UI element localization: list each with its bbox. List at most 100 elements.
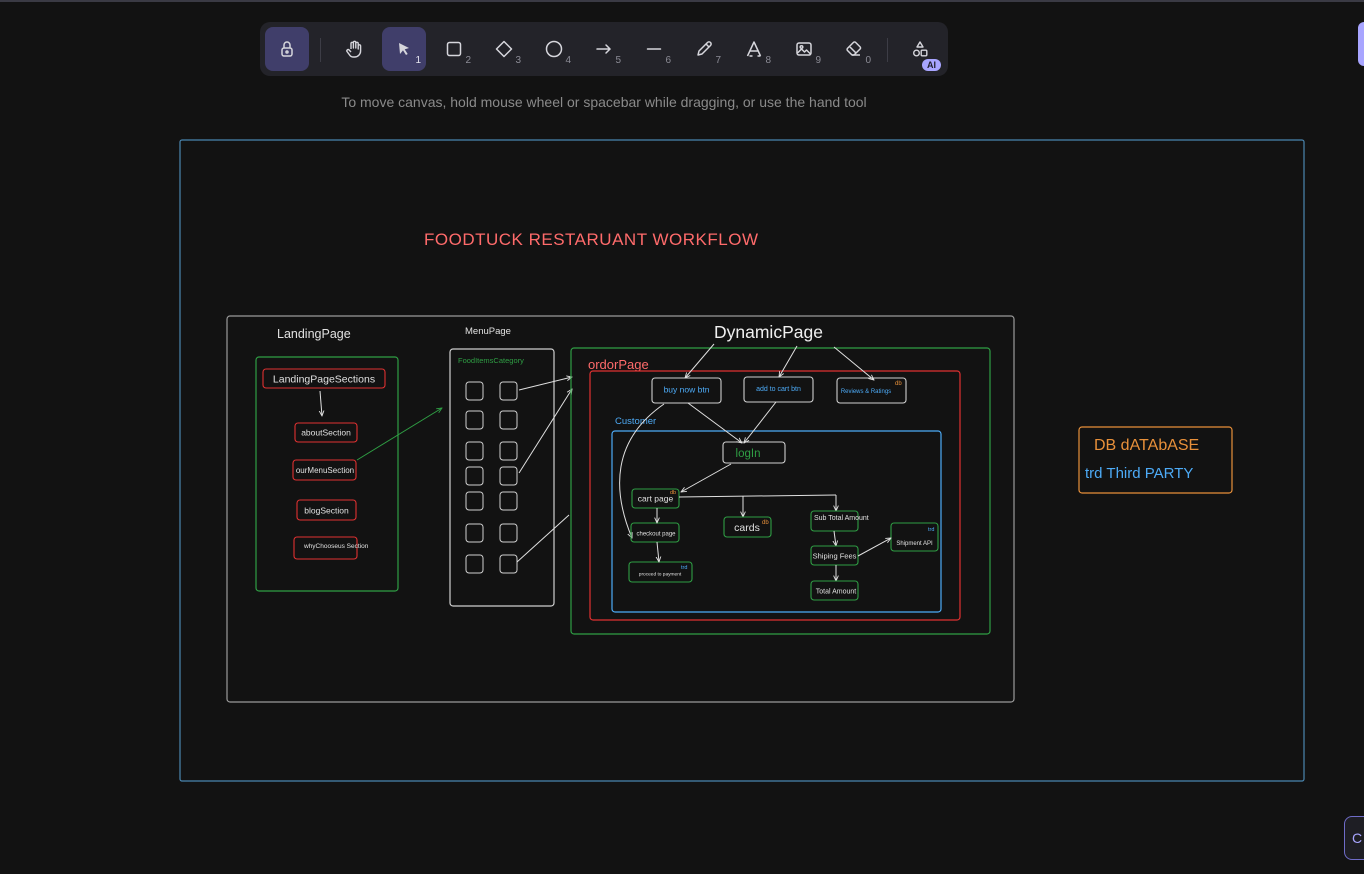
total-amount-label[interactable]: Total Amount	[816, 589, 857, 596]
menu-item-box[interactable]	[465, 381, 484, 401]
why-choose-us-label[interactable]: whyChooseus Section	[303, 543, 369, 550]
buy-now-btn-label[interactable]: buy now btn	[664, 385, 710, 395]
shipping-fees-label[interactable]: Shiping Fees	[813, 552, 857, 561]
shipment-api-box[interactable]	[890, 522, 939, 552]
subtotal-label[interactable]: Sub Total Amount	[814, 515, 869, 522]
menu-item-box[interactable]	[465, 441, 484, 461]
menu-section-to-menupage-arrow[interactable]	[356, 408, 442, 461]
shipment-api-label[interactable]: Shipment API	[896, 541, 933, 547]
add-to-cart-btn-label[interactable]: add to cart btn	[756, 386, 801, 393]
checkout-page-label[interactable]: checkout page	[636, 532, 676, 538]
customer-box[interactable]	[611, 430, 942, 613]
login-label[interactable]: logIn	[736, 448, 761, 460]
menu-page-box[interactable]	[449, 348, 555, 607]
dynamic-to-buy-arrow[interactable]	[685, 343, 715, 378]
dynamic-to-reviews-arrow[interactable]	[833, 346, 874, 380]
diamond-tool-button[interactable]: 3	[482, 27, 526, 71]
checkout-to-proceed-arrow[interactable]	[657, 541, 659, 562]
image-tool-button[interactable]: 9	[782, 27, 826, 71]
menu-item-box[interactable]	[499, 466, 518, 486]
menu-item-box[interactable]	[499, 523, 518, 543]
legend-trd[interactable]: trd Third PARTY	[1085, 465, 1193, 482]
buy-to-checkout-arrow[interactable]	[619, 403, 665, 538]
menu-item-box[interactable]	[465, 466, 484, 486]
menu-item-box[interactable]	[465, 523, 484, 543]
tool-shortcut-key: 6	[665, 55, 671, 66]
legend-box[interactable]	[1078, 426, 1233, 494]
menu-item-box[interactable]	[499, 491, 518, 511]
landing-page-box[interactable]	[255, 356, 399, 592]
menu-item-box[interactable]	[465, 491, 484, 511]
order-page-label[interactable]: ordorPage	[588, 357, 649, 372]
cards-db-tag[interactable]: db	[762, 520, 769, 526]
legend-db[interactable]: DB dATAbASE	[1094, 437, 1199, 454]
about-section-box[interactable]	[294, 422, 358, 443]
cart-page-label[interactable]: cart page	[638, 494, 674, 504]
cart-branch-line[interactable]	[678, 494, 837, 498]
diagram-title[interactable]: FOODTUCK RESTARUANT WORKFLOW	[424, 230, 759, 249]
ellipse-tool-button[interactable]: 4	[532, 27, 576, 71]
tool-shortcut-key: 2	[465, 55, 471, 66]
category-arrow-2[interactable]	[518, 389, 572, 474]
landing-page-label[interactable]: LandingPage	[277, 327, 351, 341]
shipping-to-api-arrow[interactable]	[857, 538, 891, 557]
library-button[interactable]	[1358, 22, 1364, 66]
rectangle-tool-button[interactable]: 2	[432, 27, 476, 71]
menu-item-box[interactable]	[465, 410, 484, 430]
our-menu-section-label[interactable]: ourMenuSection	[296, 466, 354, 475]
category-arrow-3[interactable]	[516, 514, 570, 563]
landing-sections-box[interactable]	[262, 368, 386, 389]
cart-db-tag[interactable]: db	[670, 490, 676, 496]
total-amount-box[interactable]	[810, 580, 859, 601]
arrow-tool-button[interactable]: 5	[582, 27, 626, 71]
help-button[interactable]: C	[1344, 816, 1364, 860]
proceed-trd-tag[interactable]: trd	[681, 565, 687, 571]
dynamic-page-label[interactable]: DynamicPage	[714, 322, 823, 342]
menu-item-box[interactable]	[499, 410, 518, 430]
selection-tool-button[interactable]: 1	[382, 27, 426, 71]
reviews-db-tag[interactable]: db	[895, 381, 902, 387]
food-items-category-label[interactable]: FoodItemsCategory	[458, 356, 524, 365]
dynamic-to-cart-arrow[interactable]	[779, 345, 798, 377]
hand-tool-button[interactable]	[332, 27, 376, 71]
blog-section-label[interactable]: blogSection	[304, 506, 349, 516]
blog-section-box[interactable]	[296, 499, 357, 521]
cart-to-login-arrow[interactable]	[744, 401, 777, 443]
menu-page-label[interactable]: MenuPage	[465, 326, 511, 337]
line-tool-button[interactable]: 6	[632, 27, 676, 71]
why-choose-us-box[interactable]	[293, 536, 358, 560]
order-page-box[interactable]	[589, 370, 961, 621]
about-section-label[interactable]: aboutSection	[301, 428, 351, 438]
our-menu-section-box[interactable]	[292, 459, 357, 481]
main-container[interactable]	[226, 315, 1015, 703]
more-tools-button[interactable]: AI	[898, 27, 942, 71]
login-to-cartpage-arrow[interactable]	[681, 463, 732, 492]
eraser-tool-button[interactable]: 0	[832, 27, 876, 71]
menu-item-box[interactable]	[499, 381, 518, 401]
menu-item-box[interactable]	[465, 554, 484, 574]
cards-box[interactable]	[723, 516, 772, 538]
cards-label[interactable]: cards	[734, 522, 760, 534]
outer-frame[interactable]	[179, 139, 1305, 782]
lock-tool-button[interactable]	[265, 27, 309, 71]
tool-shortcut-key: 8	[765, 55, 771, 66]
customer-label[interactable]: Customer	[615, 416, 656, 427]
login-box[interactable]	[722, 441, 786, 464]
category-arrow-1[interactable]	[518, 377, 572, 391]
subtotal-to-shipping-arrow[interactable]	[834, 530, 836, 546]
tool-shortcut-key: 7	[715, 55, 721, 66]
reviews-label[interactable]: Reviews & Ratings	[841, 389, 891, 395]
dynamic-page-box[interactable]	[570, 347, 991, 635]
menu-item-box[interactable]	[499, 554, 518, 574]
buy-to-login-arrow[interactable]	[687, 402, 742, 443]
proceed-payment-label[interactable]: proceed to payment	[639, 572, 682, 578]
toolbar-separator	[320, 38, 321, 62]
shipment-trd-tag[interactable]: trd	[928, 527, 934, 533]
sections-arrow[interactable]	[320, 390, 322, 416]
menu-item-box[interactable]	[499, 441, 518, 461]
text-tool-button[interactable]: 8	[732, 27, 776, 71]
draw-tool-button[interactable]: 7	[682, 27, 726, 71]
landing-sections-label[interactable]: LandingPageSections	[273, 374, 375, 386]
cart-page-box[interactable]	[631, 488, 680, 509]
